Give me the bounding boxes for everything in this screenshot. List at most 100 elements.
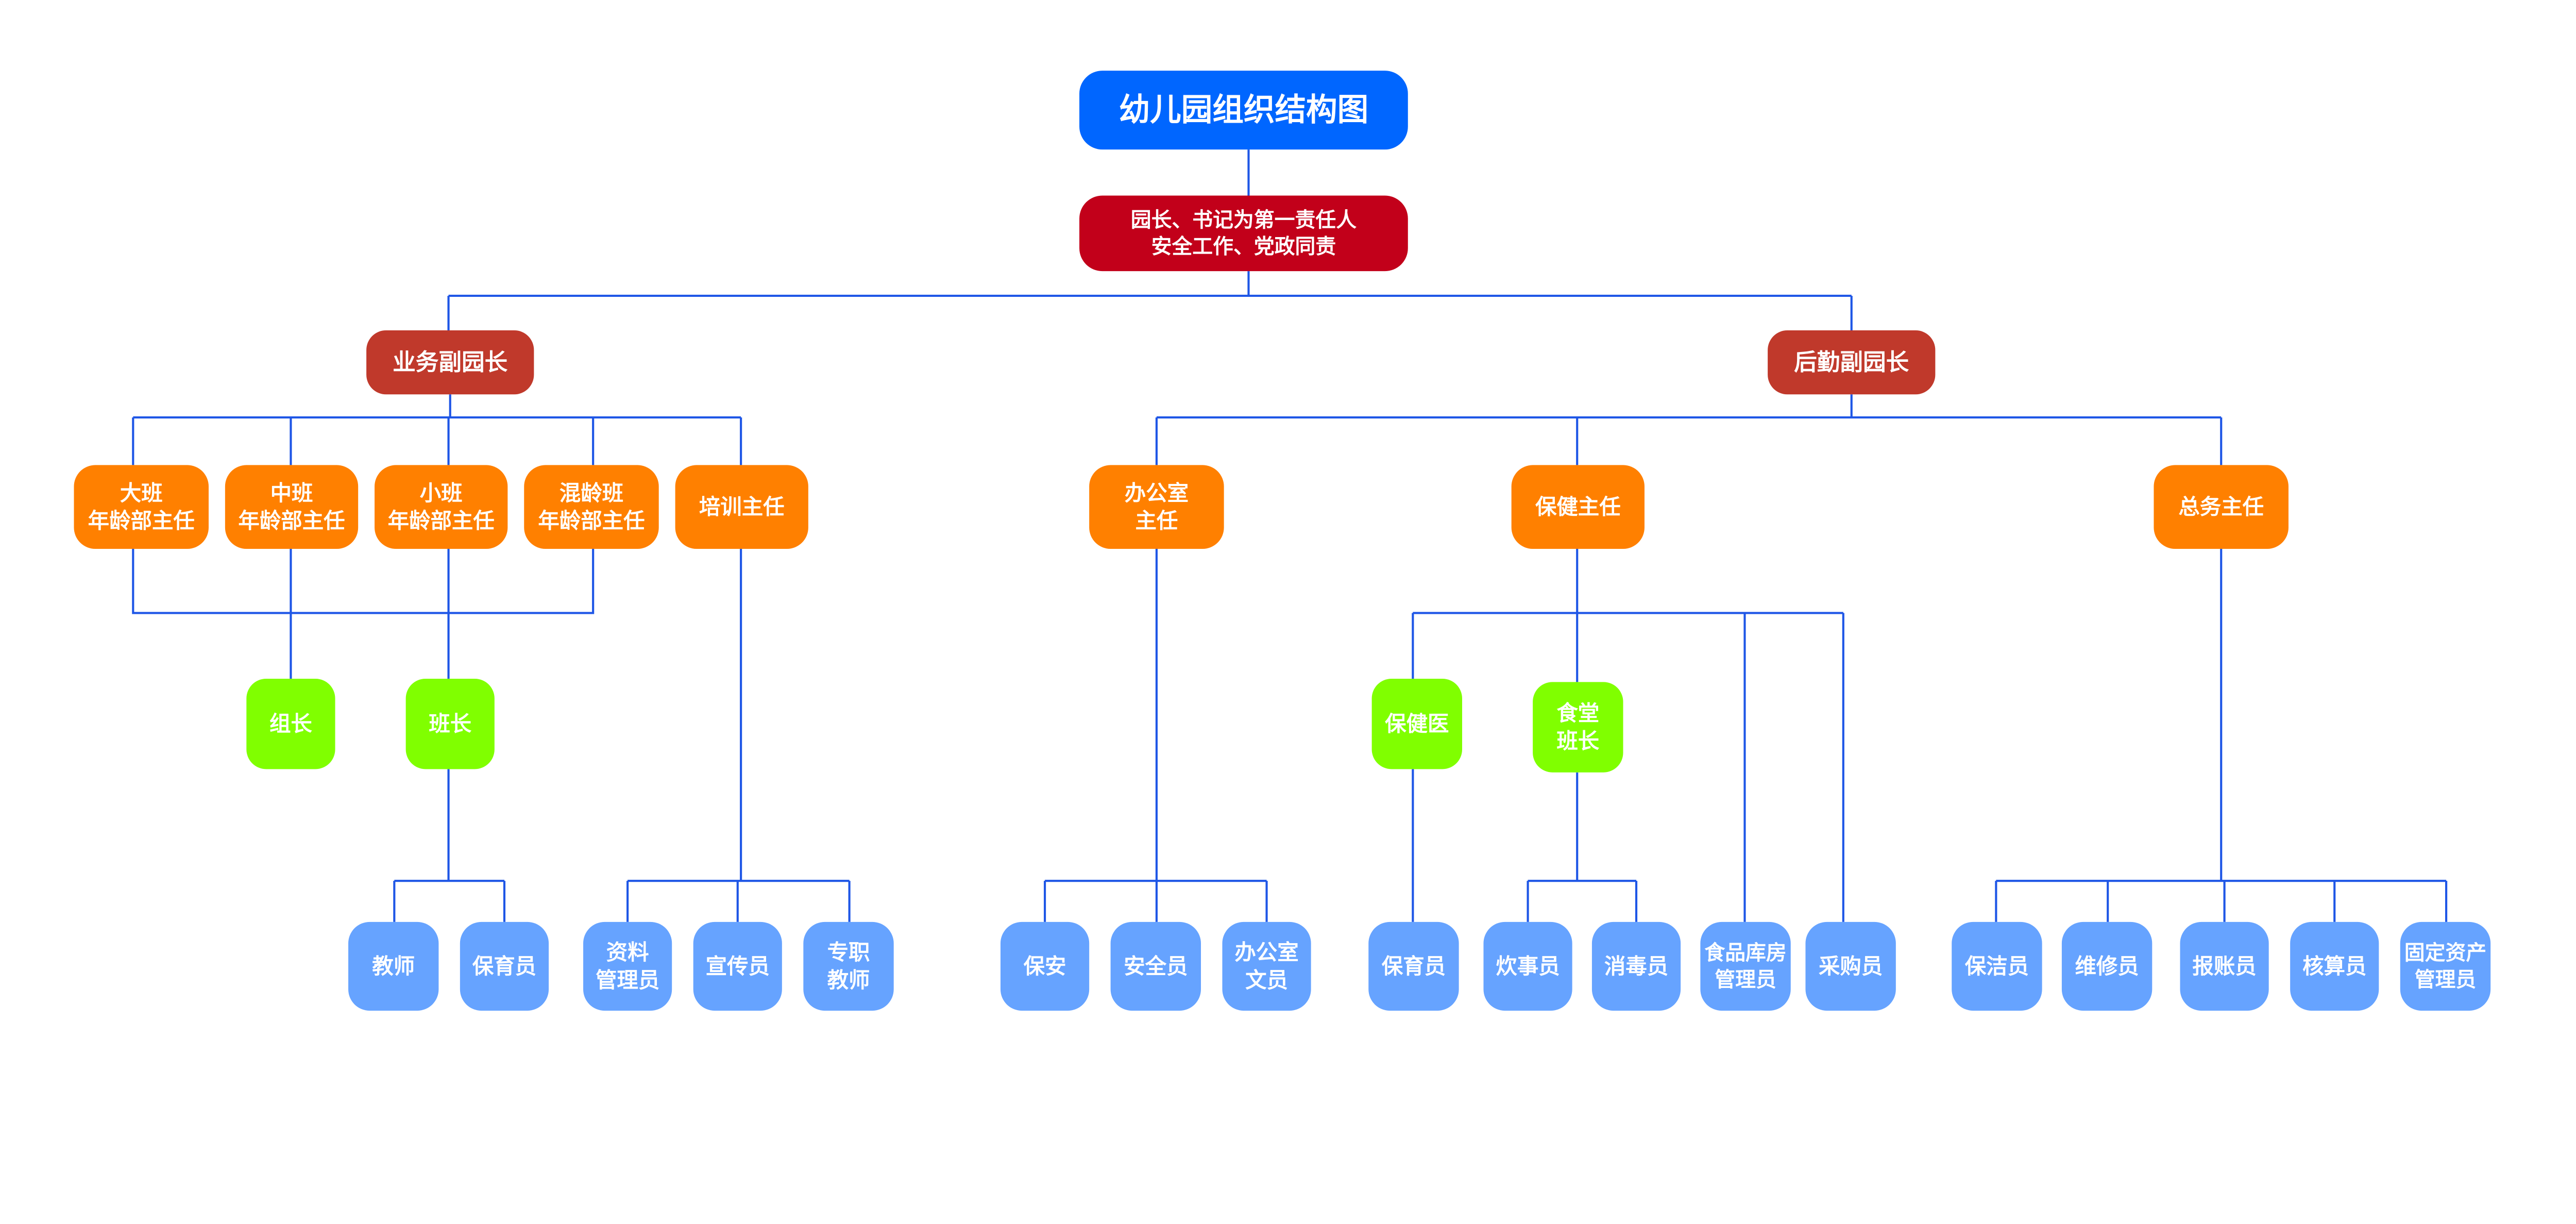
node-nurse-2: 保育员 (1368, 921, 1459, 1011)
node-repairer: 维修员 (2061, 921, 2153, 1011)
node-title: 幼儿园组织结构图 (1079, 71, 1408, 150)
node-box (375, 465, 508, 549)
node-box (460, 921, 549, 1011)
node-label: 办公室 (1234, 940, 1298, 965)
node-class-leader: 班长 (405, 678, 495, 769)
node-label: 教师 (372, 954, 415, 979)
node-box (1371, 678, 1463, 769)
node-label: 采购员 (1819, 954, 1883, 979)
node-box (1483, 921, 1572, 1011)
node-label: 保健主任 (1535, 495, 1621, 519)
node-label: 文员 (1245, 968, 1288, 993)
node-box (74, 465, 209, 549)
node-label: 大班 (120, 481, 163, 506)
node-label: 小班 (420, 481, 463, 506)
node-label: 保洁员 (1965, 954, 2029, 979)
node-label: 报账员 (2192, 954, 2256, 979)
node-box (2061, 921, 2153, 1011)
node-label: 培训主任 (699, 495, 785, 519)
node-label: 保育员 (472, 954, 536, 979)
node-box (2290, 921, 2379, 1011)
connector-line (132, 549, 595, 614)
node-label: 宣传员 (706, 954, 770, 979)
node-box (405, 678, 495, 769)
node-label: 年龄部主任 (88, 509, 195, 533)
node-box (1368, 921, 1459, 1011)
node-label: 资料 (606, 940, 649, 965)
node-label: 消毒员 (1604, 954, 1668, 979)
node-label: 教师 (827, 968, 870, 993)
node-label: 年龄部主任 (388, 509, 495, 533)
node-label: 园长、书记为第一责任人 (1131, 208, 1357, 232)
node-box (1768, 330, 1936, 395)
node-box (1089, 465, 1224, 549)
node-label: 管理员 (1715, 968, 1776, 992)
node-training: 培训主任 (675, 465, 808, 549)
node-box (675, 465, 808, 549)
node-purchaser: 采购员 (1805, 921, 1896, 1011)
node-label: 管理员 (596, 968, 659, 993)
node-label: 组长 (269, 712, 312, 736)
node-box (1591, 921, 1681, 1011)
node-doctor: 保健医 (1371, 678, 1463, 769)
node-label: 安全员 (1124, 954, 1188, 979)
node-label: 食堂 (1556, 701, 1599, 726)
node-label: 班长 (429, 712, 471, 736)
node-label: 年龄部主任 (238, 509, 345, 533)
node-label: 安全工作、党政同责 (1151, 235, 1336, 259)
node-box (693, 921, 782, 1011)
node-box (2400, 921, 2491, 1011)
node-box (1079, 195, 1408, 272)
node-security: 保安 (1000, 921, 1090, 1011)
node-general: 总务主任 (2154, 465, 2289, 549)
node-health: 保健主任 (1511, 465, 1645, 549)
node-box (1000, 921, 1090, 1011)
node-label: 专职 (827, 940, 870, 965)
node-box (1079, 71, 1408, 150)
node-box (1533, 682, 1623, 773)
node-accountant: 报账员 (2180, 921, 2269, 1011)
node-cook: 炊事员 (1483, 921, 1572, 1011)
node-box (583, 921, 672, 1011)
node-label: 中班 (270, 481, 313, 506)
node-label: 办公室 (1125, 481, 1189, 506)
node-box (225, 465, 359, 549)
node-label: 食品库房 (1704, 941, 1786, 965)
node-disinfector: 消毒员 (1591, 921, 1681, 1011)
node-label: 管理员 (2415, 968, 2477, 992)
node-box (1952, 921, 2042, 1011)
node-label: 幼儿园组织结构图 (1119, 92, 1369, 128)
node-label: 维修员 (2075, 954, 2139, 979)
node-cleaner: 保洁员 (1952, 921, 2042, 1011)
node-label: 班长 (1556, 729, 1599, 753)
node-nurse-1: 保育员 (460, 921, 549, 1011)
node-label: 保健医 (1385, 712, 1449, 736)
node-label: 核算员 (2302, 954, 2366, 979)
node-box (348, 921, 439, 1011)
node-label: 混龄班 (560, 481, 623, 506)
node-box (1511, 465, 1645, 549)
node-safety-officer: 安全员 (1110, 921, 1201, 1011)
node-teacher: 教师 (348, 921, 439, 1011)
node-label: 总务主任 (2178, 495, 2264, 519)
node-label: 年龄部主任 (538, 509, 645, 533)
connectors (132, 149, 2448, 922)
node-label: 保安 (1024, 954, 1066, 979)
node-box (524, 465, 659, 549)
org-chart: 幼儿园组织结构图园长、书记为第一责任人安全工作、党政同责业务副园长后勤副园长大班… (74, 71, 2491, 1011)
node-label: 炊事员 (1496, 954, 1560, 979)
node-vp-business: 业务副园长 (366, 330, 534, 395)
node-publicist: 宣传员 (693, 921, 782, 1011)
node-box (2154, 465, 2289, 549)
